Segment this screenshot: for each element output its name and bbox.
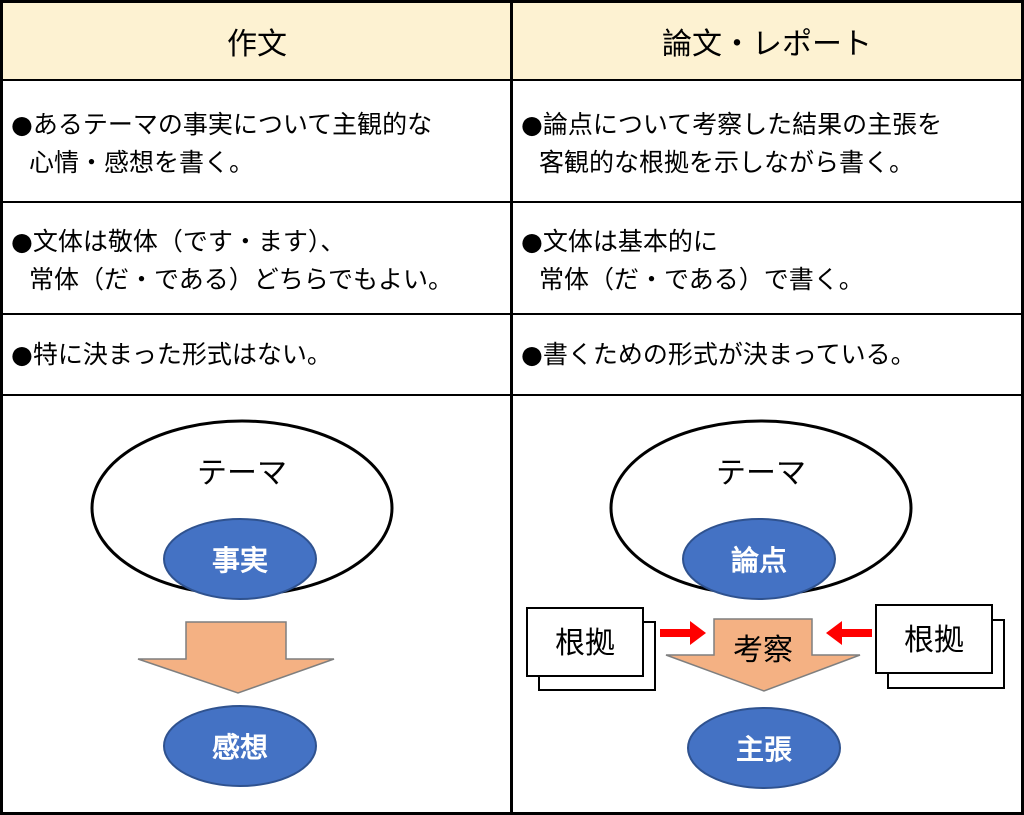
impression-label: 感想: [212, 731, 268, 764]
impression-bubble: [163, 705, 317, 787]
down-arrow-right: [665, 618, 861, 692]
row2-right: ●文体は基本的に 常体（だ・である）で書く。: [513, 223, 1021, 299]
issue-bubble: [682, 518, 836, 600]
grid-border-left: [0, 0, 3, 815]
issue-label: 論点: [731, 544, 787, 577]
red-arrow-left: [660, 621, 706, 645]
row2-right-line1: ●文体は基本的に: [521, 227, 718, 256]
row2-left: ●文体は敬体（です・ます）、 常体（だ・である）どちらでもよい。: [3, 223, 511, 299]
claim-bubble: [687, 707, 841, 789]
grid-row-divider-4: [0, 394, 1024, 396]
row2-right-line2: 常体（だ・である）で書く。: [539, 265, 864, 294]
row3-left-line1: ●特に決まった形式はない。: [11, 340, 332, 369]
header-essay: 作文: [3, 3, 511, 79]
row3-left: ●特に決まった形式はない。: [3, 336, 511, 374]
theme-label-left: テーマ: [197, 456, 287, 491]
grid-row-divider-2: [0, 201, 1024, 203]
header-essay-label: 作文: [227, 27, 287, 62]
grid-row-divider-3: [0, 313, 1024, 315]
fact-bubble: [163, 518, 317, 600]
consider-label: 考察: [733, 633, 793, 668]
red-arrow-right: [826, 621, 872, 645]
evidence-box-left: [526, 607, 644, 677]
row1-left-line2: 心情・感想を書く。: [29, 148, 255, 177]
grid-border-right: [1021, 0, 1024, 815]
row3-right-line1: ●書くための形式が決まっている。: [521, 340, 916, 369]
header-thesis-label: 論文・レポート: [662, 27, 872, 62]
row2-left-line1: ●文体は敬体（です・ます）、: [11, 227, 346, 256]
row2-left-line2: 常体（だ・である）どちらでもよい。: [29, 265, 454, 294]
grid-row-divider-1: [0, 79, 1024, 81]
row1-left: ●あるテーマの事実について主観的な 心情・感想を書く。: [3, 106, 511, 182]
row3-right: ●書くための形式が決まっている。: [513, 336, 1021, 374]
header-thesis: 論文・レポート: [513, 3, 1021, 79]
row1-left-line1: ●あるテーマの事実について主観的な: [11, 110, 433, 139]
theme-label-right: テーマ: [716, 456, 806, 491]
evidence-label-left: 根拠: [555, 626, 615, 661]
evidence-box-right: [875, 604, 993, 674]
evidence-label-right: 根拠: [904, 623, 964, 658]
fact-label: 事実: [212, 544, 268, 577]
claim-label: 主張: [736, 733, 792, 766]
row1-right: ●論点について考察した結果の主張を 客観的な根拠を示しながら書く。: [513, 106, 1021, 182]
down-arrow-left: [137, 621, 335, 694]
grid-column-divider: [510, 0, 513, 815]
row1-right-line2: 客観的な根拠を示しながら書く。: [539, 148, 915, 177]
row1-right-line1: ●論点について考察した結果の主張を: [521, 110, 943, 139]
